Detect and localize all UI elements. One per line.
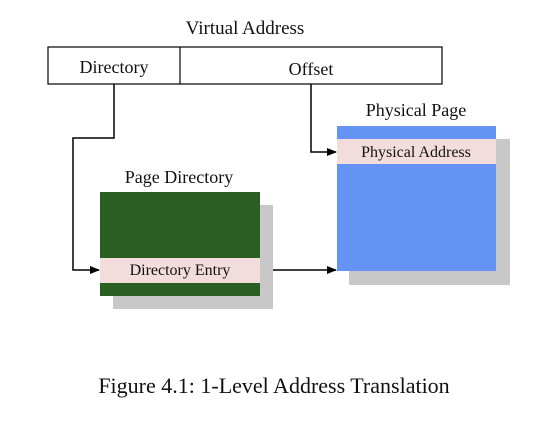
directory-index-arrow: [72, 84, 115, 274]
virtual-address-box: [47, 46, 443, 85]
directory-entry: [100, 258, 260, 283]
virtual-address-title: Virtual Address: [186, 18, 305, 39]
physical-address-label: Physical Address: [361, 144, 471, 161]
page-directory-title: Page Directory: [125, 167, 233, 187]
physical-address-entry: [337, 139, 496, 164]
directory-field-label: Directory: [80, 57, 149, 77]
offset-field-label: Offset: [289, 59, 334, 79]
figure-caption: Figure 4.1: 1-Level Address Translation: [98, 373, 449, 398]
physical-page-title: Physical Page: [366, 100, 467, 120]
offset-arrow: [310, 84, 337, 156]
directory-entry-label: Directory Entry: [130, 262, 231, 279]
